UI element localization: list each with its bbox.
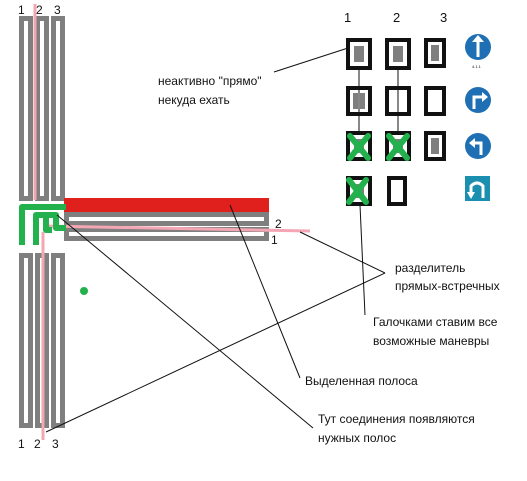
pointer-divider-a [299, 231, 386, 274]
bottom-lane-label-2: 2 [34, 437, 41, 451]
pointer-divider-b [45, 272, 386, 433]
sign-caption: 4.1.1 [472, 64, 482, 69]
cell-r3-c3-fill [431, 138, 439, 154]
check-mark-icon [347, 133, 371, 161]
lane-connections [19, 204, 66, 245]
divider-right [44, 224, 311, 233]
bottom-lane-label-1: 1 [18, 437, 25, 451]
right-lane-label-2: 2 [275, 217, 282, 231]
cell-r1-c2-fill [393, 46, 403, 62]
note-inactive-line-1: неактивно "прямо" [158, 74, 262, 88]
top-lane-2 [35, 16, 49, 201]
panel-label-1: 1 [344, 10, 351, 25]
note-highlighted-lane: Выделенная полоса [305, 374, 418, 388]
pointer-checks [359, 204, 366, 316]
highlighted-lane [66, 200, 267, 210]
lane-direction-panel [346, 38, 446, 206]
bottom-lane-1 [19, 253, 33, 428]
bottom-lane-label-3: 3 [52, 437, 59, 451]
annotations: неактивно "прямо" некуда ехать разделите… [158, 74, 500, 445]
top-lane-label-2: 2 [36, 3, 43, 17]
right-road [64, 198, 269, 241]
check-mark-icon [346, 177, 369, 205]
panel-labels: 1 2 3 [344, 10, 447, 25]
top-road [19, 16, 65, 201]
lane-labels: 1 2 3 1 2 3 2 1 [18, 3, 282, 451]
bottom-lane-3 [51, 253, 65, 428]
right-lane-label-1: 1 [271, 233, 278, 247]
sign-u-turn-left-icon [465, 133, 491, 159]
pointer-inactive [273, 47, 349, 73]
cell-r2-c1-fill-b [360, 93, 365, 109]
green-dot [80, 287, 88, 295]
connection-c [43, 212, 52, 233]
cell-r4-c2 [387, 176, 407, 206]
cell-r1-c1-fill [354, 46, 364, 62]
note-connections-line-1: Тут соединения появляются [318, 412, 475, 426]
sign-straight-arrow-icon [465, 34, 491, 60]
top-lane-1 [19, 16, 33, 201]
note-checks-line-1: Галочками ставим все [373, 315, 498, 329]
dividers [33, 4, 311, 440]
right-lane-middle [64, 212, 269, 226]
sign-right-turn-icon [465, 87, 491, 113]
note-divider-line-2: прямых-встречных [395, 279, 500, 293]
pointer-connections [56, 214, 314, 429]
pointer-highlight [229, 204, 301, 379]
connection-a [19, 204, 66, 245]
note-checks-line-2: возможные маневры [373, 334, 489, 348]
cell-r1-c3-fill [431, 45, 439, 61]
note-connections-line-2: нужных полос [318, 431, 396, 445]
check-marks [346, 133, 410, 205]
note-inactive-line-2: некуда ехать [158, 93, 230, 107]
note-divider-line-1: разделитель [395, 261, 465, 275]
panel-label-2: 2 [393, 10, 400, 25]
cell-r2-c1-fill-a [353, 93, 358, 109]
sign-u-turn-square-icon [465, 176, 490, 201]
check-mark-icon [386, 133, 410, 161]
top-lane-label-3: 3 [54, 3, 61, 17]
top-lane-3 [51, 16, 65, 201]
pointer-lines [45, 47, 386, 433]
panel-label-3: 3 [440, 10, 447, 25]
top-lane-label-1: 1 [18, 3, 25, 17]
connection-b [33, 212, 66, 245]
cell-r2-c3 [424, 86, 446, 116]
